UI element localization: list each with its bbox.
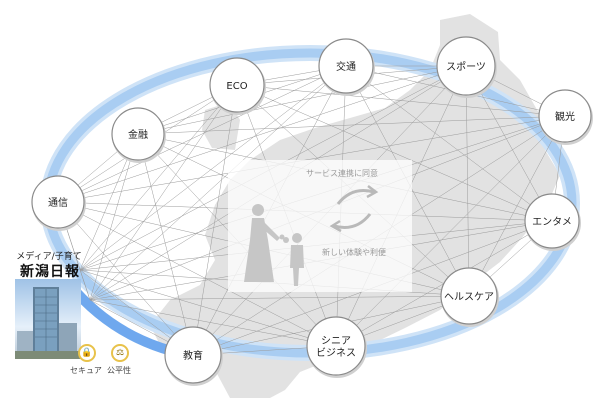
family-silhouette-icon: [244, 204, 304, 286]
node-circle: [164, 326, 222, 384]
node-kyoiku: 教育: [164, 326, 223, 386]
service-nodes: 通信金融ECO交通スポーツ観光エンタメヘルスケアシニアビジネス教育: [31, 36, 593, 386]
node-circle: [318, 38, 374, 94]
node-label: エンタメ: [532, 216, 572, 228]
node-label-line: 交通: [336, 60, 356, 73]
connection-line: [79, 269, 91, 301]
node-label: 観光: [555, 110, 575, 123]
node-label: ヘルスケア: [444, 291, 494, 303]
connection-line: [137, 115, 566, 135]
connection-line: [89, 133, 139, 301]
media-caption: メディア/子育て: [16, 252, 82, 262]
connection-line: [79, 84, 238, 271]
secure-label: セキュア: [70, 366, 102, 375]
connection-line: [57, 201, 337, 347]
node-kanko: 観光: [538, 89, 593, 145]
connection-line: [79, 269, 337, 347]
connection-line: [57, 65, 347, 203]
center-panel: サービス連携に同意 新しい体験や利便: [228, 160, 412, 292]
connection-line: [137, 133, 194, 356]
node-label: スポーツ: [446, 61, 486, 73]
node-label-line: 金融: [128, 128, 148, 141]
connection-line: [192, 84, 238, 356]
node-label-line: エンタメ: [532, 216, 572, 228]
node-entame: エンタメ: [524, 193, 581, 251]
node-label: 教育: [183, 349, 203, 362]
node-label-line: ヘルスケア: [444, 291, 494, 303]
building-photo: [15, 279, 81, 359]
node-circle: [31, 175, 85, 229]
connection-line: [57, 65, 467, 203]
node-label-line: スポーツ: [446, 61, 486, 73]
connection-line: [468, 115, 566, 297]
node-kotsu: 交通: [318, 38, 375, 96]
connection-line: [57, 115, 566, 203]
benefit-label: 新しい体験や利便: [322, 247, 386, 257]
node-label: 金融: [128, 128, 148, 141]
node-sports: スポーツ: [436, 36, 497, 98]
connection-line: [465, 65, 470, 297]
node-senior: シニアビジネス: [306, 316, 367, 378]
node-tsushin: 通信: [31, 175, 86, 231]
node-circle: [209, 57, 265, 113]
node-label-line: 観光: [555, 110, 575, 123]
node-circle: [306, 316, 366, 376]
connection-line: [89, 84, 238, 301]
node-label: 交通: [336, 60, 356, 73]
node-label-line: シニア: [321, 336, 351, 347]
sync-arrows-icon: [329, 185, 379, 233]
node-label-line: 通信: [48, 197, 68, 209]
connection-line: [89, 299, 337, 347]
node-circle: [111, 107, 165, 161]
node-kinyu: 金融: [111, 107, 166, 163]
connection-line: [89, 65, 347, 301]
connection-line: [236, 84, 553, 222]
building-icon: [15, 287, 81, 359]
node-label: 通信: [48, 197, 68, 209]
node-circle: [524, 193, 580, 249]
consent-label: サービス連携に同意: [306, 168, 378, 178]
node-label: シニアビジネス: [316, 336, 356, 359]
connection-line: [79, 65, 347, 271]
node-label: ECO: [226, 81, 247, 92]
connection-line: [89, 295, 470, 301]
node-label-line: ビジネス: [316, 347, 356, 359]
newspaper-logo: 新潟日報: [20, 264, 80, 280]
connection-line: [345, 65, 553, 222]
node-label-line: 教育: [183, 349, 203, 362]
node-health: ヘルスケア: [440, 267, 499, 327]
connection-line: [57, 201, 194, 356]
connection-line: [335, 115, 566, 347]
secure-lock-icon: 🔒: [78, 344, 96, 362]
fairness-label: 公平性: [107, 366, 131, 375]
node-eco: ECO: [209, 57, 266, 115]
node-label-line: ECO: [226, 81, 247, 92]
node-circle: [440, 267, 498, 325]
node-circle: [538, 89, 592, 143]
node-circle: [436, 36, 496, 96]
fairness-scale-icon: ⚖: [111, 344, 129, 362]
